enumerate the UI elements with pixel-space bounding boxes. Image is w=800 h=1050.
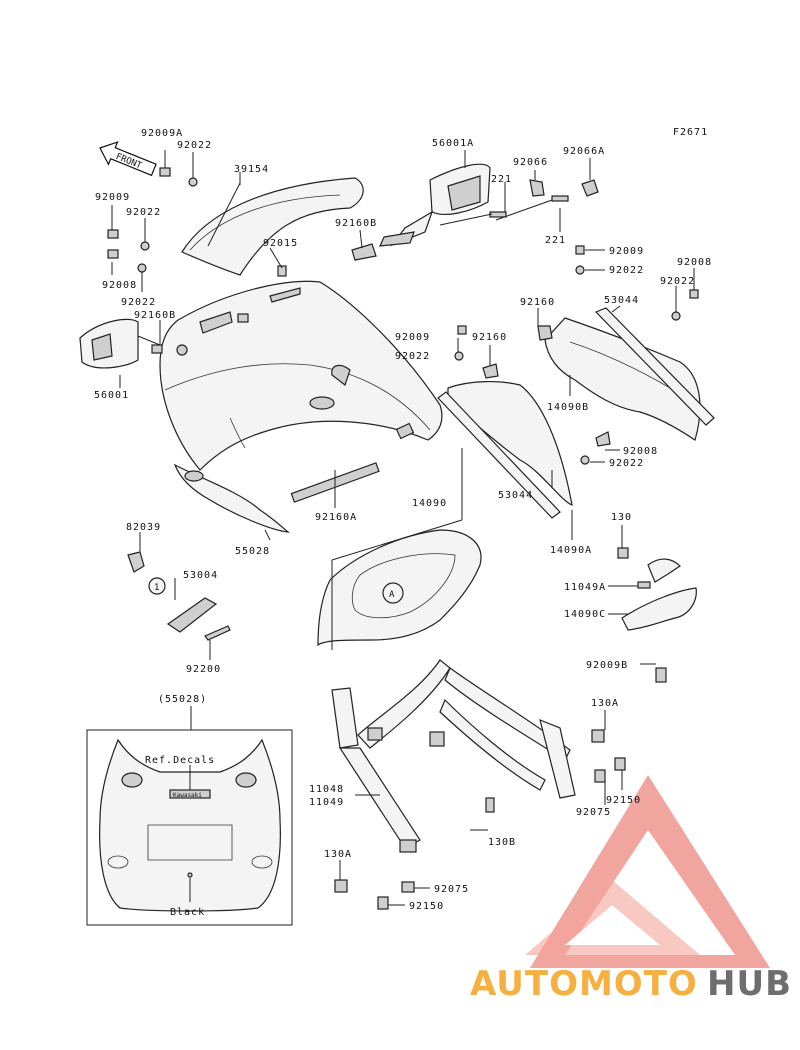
part-label-14090C: 14090C [564, 609, 606, 620]
side-panel-center-part [437, 380, 611, 519]
part-label-92022-top: 92022 [177, 140, 212, 151]
part-label-130B: 130B [488, 837, 516, 848]
part-label-14090B: 14090B [547, 402, 589, 413]
part-label-92022-left2: 92022 [121, 297, 156, 308]
inset-brand-label: Kawasaki [173, 792, 202, 799]
part-label-92022-c2: 92022 [609, 458, 644, 469]
part-label-92008-c: 92008 [623, 446, 658, 457]
inset-decals-label: Ref.Decals [145, 755, 215, 766]
callout-letter-label: A [389, 590, 395, 600]
front-arrow-icon: FRONT [99, 141, 157, 177]
part-label-14090: 14090 [412, 498, 447, 509]
watermark-text-hub: HUB [707, 964, 792, 1004]
part-label-14090A: 14090A [550, 545, 592, 556]
part-label-55028: 55028 [235, 546, 270, 557]
part-label-92160-c: 92160 [472, 332, 507, 343]
watermark-logo-icon [525, 775, 770, 968]
part-label-92009B: 92009B [586, 660, 628, 671]
part-label-56001: 56001 [94, 390, 129, 401]
part-label-92150-b: 92150 [409, 901, 444, 912]
part-label-92075-b: 92075 [434, 884, 469, 895]
part-label-92022-c: 92022 [395, 351, 430, 362]
part-label-130: 130 [611, 512, 632, 523]
part-label-53044-c: 53044 [498, 490, 533, 501]
part-label-92009A-top: 92009A [141, 128, 183, 139]
part-label-11048: 11048 [309, 784, 344, 795]
part-label-92008-r: 92008 [677, 257, 712, 268]
part-label-92160B: 92160B [134, 310, 176, 321]
part-label-53004: 53004 [183, 570, 218, 581]
part-label-92022-r2: 92022 [660, 276, 695, 287]
part-label-11049A: 11049A [564, 582, 606, 593]
part-label-92160A: 92160A [315, 512, 357, 523]
part-label-92066: 92066 [513, 157, 548, 168]
bracket-right-part [617, 547, 697, 683]
inset-color-label: Black [170, 907, 205, 918]
part-label-92015: 92015 [263, 238, 298, 249]
part-label-39154: 39154 [234, 164, 269, 175]
part-label-92075-r: 92075 [576, 807, 611, 818]
windshield-part [181, 177, 364, 276]
upper-cowl-part [159, 280, 443, 533]
part-label-92160B-mid: 92160B [335, 218, 377, 229]
inset-title: (55028) [158, 694, 207, 705]
part-label-92066A: 92066A [563, 146, 605, 157]
callout-number-label: 1 [154, 583, 159, 593]
side-panel-right-part [454, 307, 715, 441]
fastener-group-top [107, 158, 699, 321]
part-label-56001A: 56001A [432, 138, 474, 149]
inset-box [86, 729, 293, 926]
part-label-221-b: 221 [545, 235, 566, 246]
left-mirror-part [79, 318, 163, 369]
part-label-92008-left: 92008 [102, 280, 137, 291]
part-label-92200: 92200 [186, 664, 221, 675]
part-label-92009-left: 92009 [95, 192, 130, 203]
part-label-92150-r: 92150 [606, 795, 641, 806]
figure-code: F2671 [673, 127, 708, 138]
part-label-92022-r: 92022 [609, 265, 644, 276]
decal-parts: 1 [127, 551, 231, 641]
part-label-92160-r: 92160 [520, 297, 555, 308]
part-label-53044-r: 53044 [604, 295, 639, 306]
part-label-92022-left: 92022 [126, 207, 161, 218]
part-label-92009-r: 92009 [609, 246, 644, 257]
leader-lines [111, 150, 695, 906]
part-label-11049: 11049 [309, 797, 344, 808]
part-label-130A-b: 130A [324, 849, 352, 860]
part-label-130A-r: 130A [591, 698, 619, 709]
part-label-221-a: 221 [491, 174, 512, 185]
watermark-text-automoto: AUTOMOTO [470, 964, 698, 1004]
part-label-92009-c: 92009 [395, 332, 430, 343]
right-mirror-part [379, 163, 491, 247]
part-label-82039: 82039 [126, 522, 161, 533]
inner-panel-part: A [317, 529, 482, 647]
frame-stay-part [331, 659, 626, 910]
